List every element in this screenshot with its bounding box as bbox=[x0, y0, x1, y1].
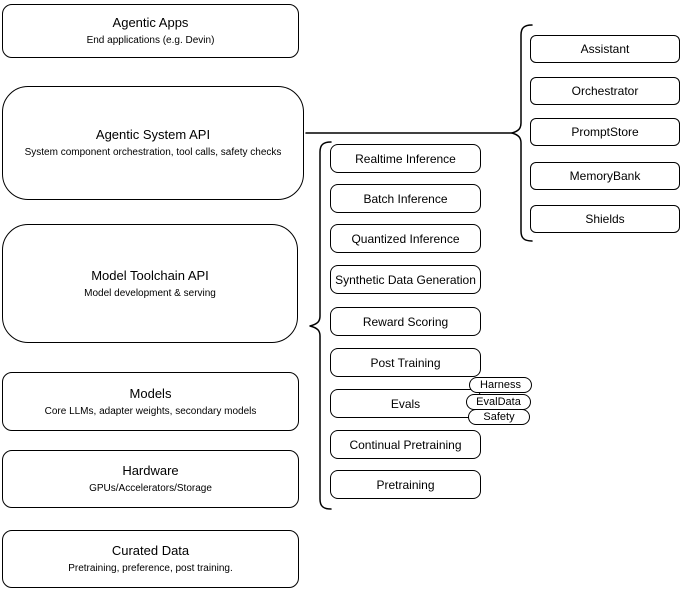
node-pretraining: Pretraining bbox=[330, 470, 481, 499]
node-assistant: Assistant bbox=[530, 35, 680, 63]
node-label: Harness bbox=[480, 379, 521, 391]
node-subtitle: Core LLMs, adapter weights, secondary mo… bbox=[44, 405, 257, 417]
node-eval-evaldata: EvalData bbox=[466, 394, 531, 410]
node-label: Quantized Inference bbox=[351, 231, 460, 246]
node-evals: Evals bbox=[330, 389, 481, 418]
node-label: Realtime Inference bbox=[355, 151, 456, 166]
node-batch-inference: Batch Inference bbox=[330, 184, 481, 213]
node-label: PromptStore bbox=[571, 125, 639, 139]
node-label: Assistant bbox=[580, 42, 630, 56]
node-orchestrator: Orchestrator bbox=[530, 77, 680, 105]
brace-system-components bbox=[511, 24, 533, 242]
node-eval-harness: Harness bbox=[469, 377, 532, 393]
node-curated-data: Curated Data Pretraining, preference, po… bbox=[2, 530, 299, 588]
node-memorybank: MemoryBank bbox=[530, 162, 680, 190]
node-continual-pretraining: Continual Pretraining bbox=[330, 430, 481, 459]
node-label: Orchestrator bbox=[571, 84, 639, 98]
node-eval-safety: Safety bbox=[468, 409, 530, 425]
node-label: Shields bbox=[585, 212, 625, 226]
node-post-training: Post Training bbox=[330, 348, 481, 377]
node-label: Safety bbox=[483, 411, 515, 423]
node-label: Evals bbox=[390, 396, 421, 411]
node-label: MemoryBank bbox=[569, 169, 641, 183]
node-title: Hardware bbox=[122, 463, 179, 478]
node-label: Post Training bbox=[370, 355, 441, 370]
brace-toolchain-components bbox=[309, 141, 332, 510]
node-agentic-apps: Agentic Apps End applications (e.g. Devi… bbox=[2, 4, 299, 58]
node-label: Continual Pretraining bbox=[349, 437, 462, 452]
node-subtitle: System component orchestration, tool cal… bbox=[24, 147, 282, 158]
node-label: Pretraining bbox=[376, 477, 435, 492]
node-model-toolchain-api: Model Toolchain API Model development & … bbox=[2, 224, 298, 343]
node-label: Synthetic Data Generation bbox=[335, 272, 476, 287]
node-title: Model Toolchain API bbox=[91, 267, 209, 283]
node-title: Agentic System API bbox=[95, 127, 211, 142]
node-quantized-inference: Quantized Inference bbox=[330, 224, 481, 253]
node-models: Models Core LLMs, adapter weights, secon… bbox=[2, 372, 299, 431]
node-subtitle: GPUs/Accelerators/Storage bbox=[89, 483, 212, 494]
node-synthetic-data-generation: Synthetic Data Generation bbox=[330, 265, 481, 294]
node-hardware: Hardware GPUs/Accelerators/Storage bbox=[2, 450, 299, 508]
node-label: EvalData bbox=[476, 396, 521, 408]
node-title: Agentic Apps bbox=[112, 15, 189, 30]
node-label: Batch Inference bbox=[363, 191, 448, 206]
node-title: Curated Data bbox=[111, 543, 190, 558]
node-agentic-system-api: Agentic System API System component orch… bbox=[2, 86, 304, 200]
node-subtitle: Pretraining, preference, post training. bbox=[68, 563, 233, 574]
node-shields: Shields bbox=[530, 205, 680, 233]
node-label: Reward Scoring bbox=[362, 314, 449, 329]
node-realtime-inference: Realtime Inference bbox=[330, 144, 481, 173]
node-reward-scoring: Reward Scoring bbox=[330, 307, 481, 336]
node-subtitle: Model development & serving bbox=[84, 287, 216, 299]
node-subtitle: End applications (e.g. Devin) bbox=[86, 35, 215, 46]
node-promptstore: PromptStore bbox=[530, 118, 680, 146]
node-title: Models bbox=[129, 385, 172, 401]
